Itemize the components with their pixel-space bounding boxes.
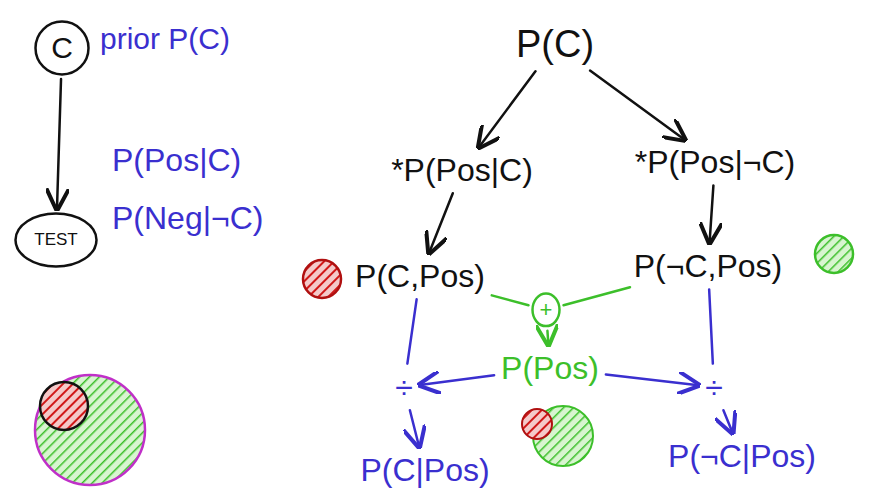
red-hatched-dot xyxy=(303,260,341,298)
connector-arrow xyxy=(407,299,416,363)
node-text: P(¬C,Pos) xyxy=(634,248,782,285)
node-text: *P(Pos|C) xyxy=(391,152,533,189)
small-venn xyxy=(522,406,593,466)
probability-term: *P(Pos|C) xyxy=(387,150,537,191)
node-text: ÷ xyxy=(395,369,413,406)
venn-figure xyxy=(35,375,145,485)
probability-term: P(C) xyxy=(512,21,598,69)
green-hatched-dot xyxy=(815,235,853,273)
connector-arrow xyxy=(429,193,453,253)
connector-arrow xyxy=(710,185,714,242)
node-text: + xyxy=(540,297,553,322)
posterior-term: P(¬C|Pos) xyxy=(664,436,820,477)
probability-term: *P(Pos|¬C) xyxy=(631,142,799,183)
sum-circle: + xyxy=(531,292,561,328)
connector-arrow xyxy=(420,375,494,385)
node-text: P(C,Pos) xyxy=(355,258,485,295)
conditional-label: P(Neg|¬C) xyxy=(112,200,263,237)
divide-sign: ÷ xyxy=(391,367,417,408)
node-text: *P(Pos|¬C) xyxy=(635,144,795,181)
node-text: C xyxy=(51,31,73,66)
connector-arrow xyxy=(57,79,61,209)
connector-arrow xyxy=(723,410,732,433)
total-term: P(Pos) xyxy=(497,348,603,389)
connector-arrow xyxy=(709,289,713,363)
node-text: TEST xyxy=(34,230,77,250)
connector-arrow xyxy=(410,410,419,446)
joint-term: P(C,Pos) xyxy=(351,256,489,297)
connector-arrow xyxy=(564,287,630,305)
variable-circle: TEST xyxy=(14,212,98,268)
divide-sign: ÷ xyxy=(701,367,727,408)
node-text: P(C|Pos) xyxy=(360,452,489,489)
posterior-term: P(C|Pos) xyxy=(356,450,493,491)
variable-circle: C xyxy=(34,20,90,76)
node-text: P(C) xyxy=(516,23,594,67)
node-text: P(¬C|Pos) xyxy=(668,438,816,475)
node-text: ÷ xyxy=(705,369,723,406)
connector-arrow xyxy=(590,71,685,140)
connector-arrow xyxy=(479,71,536,147)
connector-arrow xyxy=(492,295,529,305)
prior-label: prior P(C) xyxy=(100,22,230,57)
node-text: P(Pos) xyxy=(501,350,599,387)
conditional-label: P(Pos|C) xyxy=(112,142,241,179)
connector-arrow xyxy=(546,331,549,345)
joint-term: P(¬C,Pos) xyxy=(630,246,786,287)
connector-arrow xyxy=(606,374,698,385)
